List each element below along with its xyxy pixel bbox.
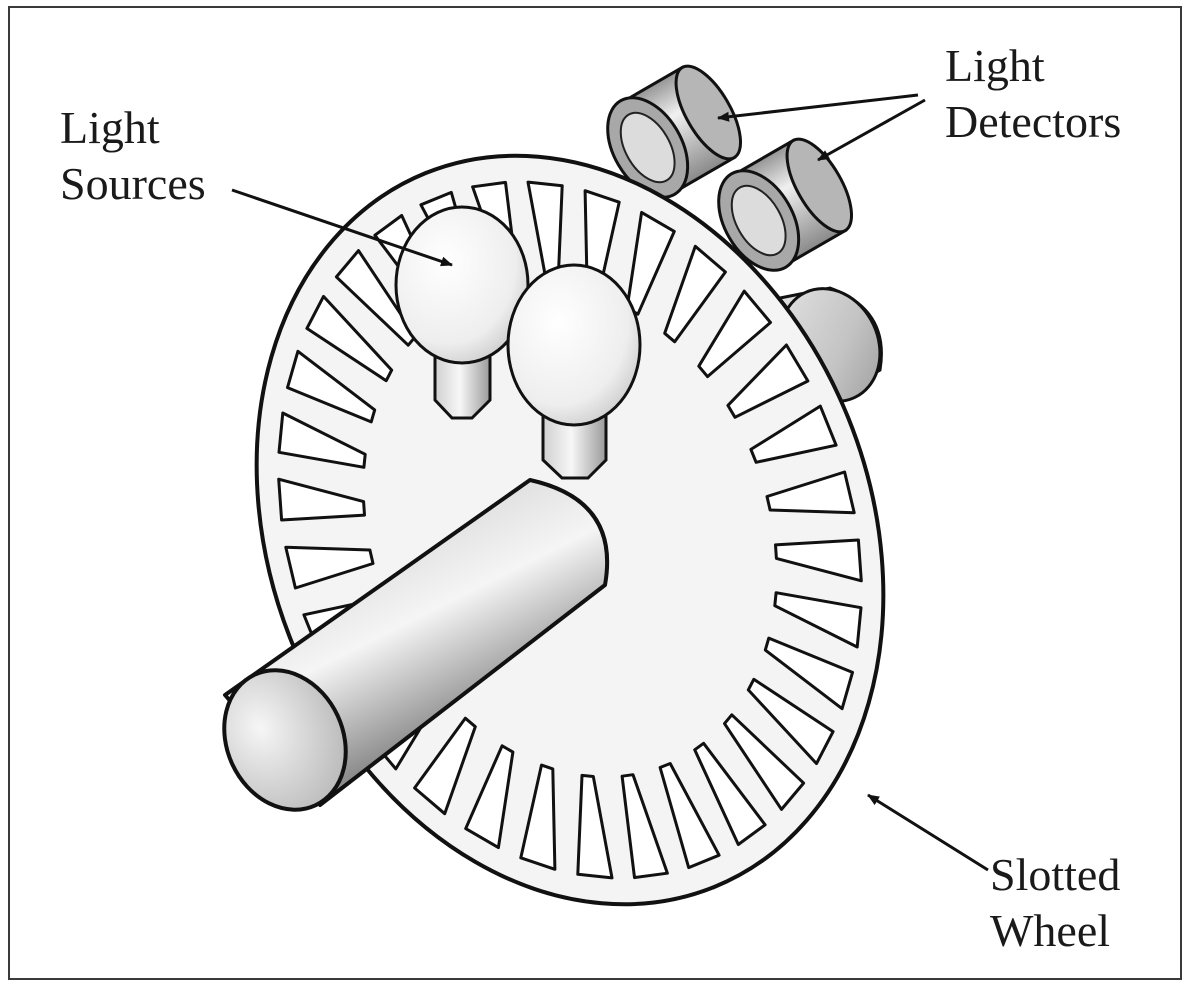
light-sources-label: Light Sources <box>60 100 206 212</box>
arrow-light-detector-upper <box>718 95 918 118</box>
light-detectors-label: Light Detectors <box>945 38 1121 150</box>
arrow-slotted-wheel <box>868 795 988 870</box>
light-sources-label-line1: Light <box>60 100 206 156</box>
slotted-wheel-label-line2: Wheel <box>990 903 1120 959</box>
slotted-wheel-label: Slotted Wheel <box>990 847 1120 959</box>
light-sources-label-line2: Sources <box>60 156 206 212</box>
light-detectors-label-line2: Detectors <box>945 94 1121 150</box>
arrow-light-detector-lower <box>818 100 925 160</box>
slotted-wheel-label-line1: Slotted <box>990 847 1120 903</box>
light-detectors-label-line1: Light <box>945 38 1121 94</box>
